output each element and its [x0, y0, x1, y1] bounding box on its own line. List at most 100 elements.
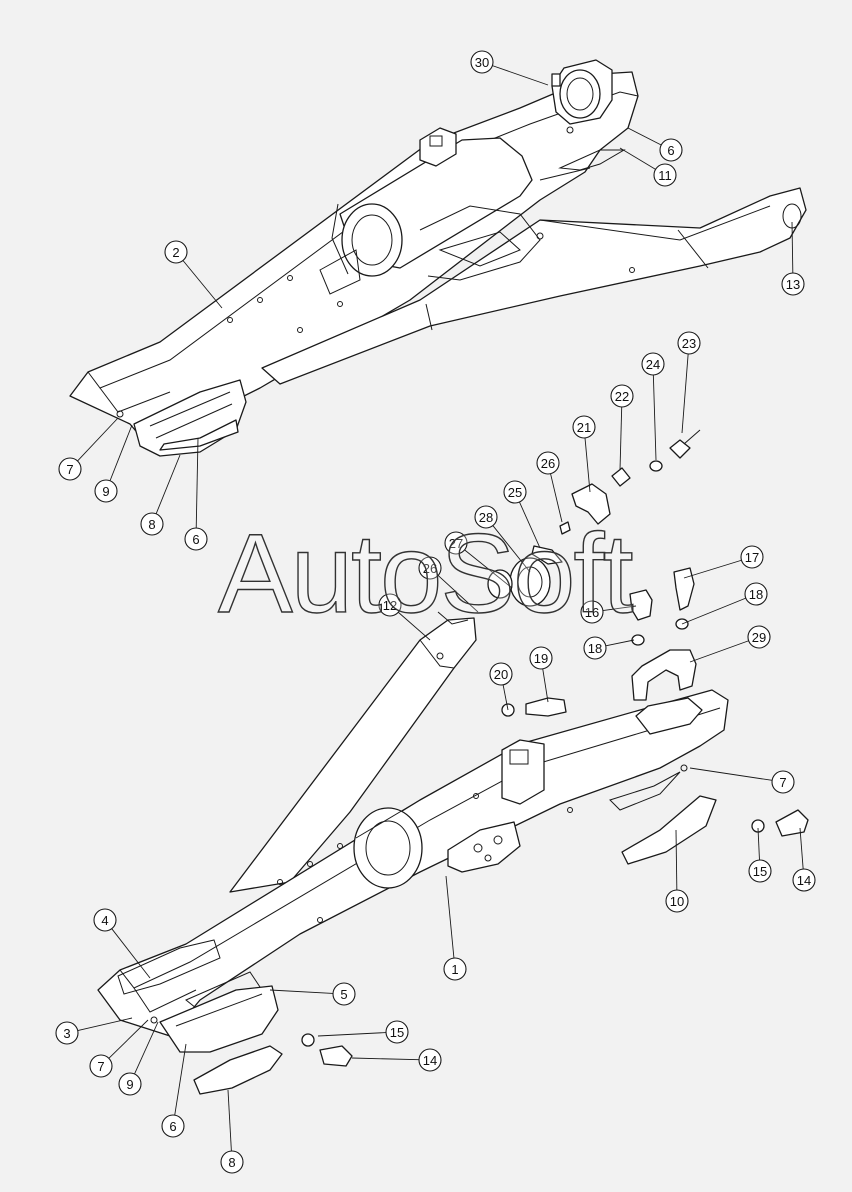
- callout-leader-line: [681, 597, 746, 625]
- callout-number: 27: [449, 536, 463, 551]
- callout-leader-line: [675, 829, 678, 891]
- callout-circle: [161, 1114, 185, 1138]
- callout-23: 23: [677, 331, 701, 434]
- callout-circle: [418, 1048, 442, 1072]
- callout-6: 6: [627, 127, 683, 162]
- callout-number: 20: [494, 667, 508, 682]
- callout-7: 7: [89, 1019, 149, 1078]
- callout-2: 2: [164, 240, 223, 309]
- callout-26: 26: [536, 451, 563, 523]
- callout-circle: [572, 415, 596, 439]
- callout-14: 14: [792, 827, 816, 892]
- callout-circle: [659, 138, 683, 162]
- callout-circle: [641, 352, 665, 376]
- callout-15: 15: [748, 827, 772, 883]
- callout-leader-line: [174, 1043, 187, 1116]
- callout-circle: [744, 582, 768, 606]
- callout-circle: [94, 479, 118, 503]
- callout-leader-line: [182, 260, 223, 309]
- callout-number: 10: [670, 894, 684, 909]
- callout-number: 26: [541, 456, 555, 471]
- callout-6: 6: [161, 1043, 187, 1138]
- callout-number: 29: [752, 630, 766, 645]
- callout-circle: [58, 457, 82, 481]
- callout-number: 5: [340, 987, 347, 1002]
- callout-circle: [489, 662, 513, 686]
- callout-6: 6: [184, 437, 208, 551]
- callout-leader-line: [155, 454, 181, 514]
- callout-18: 18: [583, 636, 635, 660]
- callout-19: 19: [529, 646, 553, 703]
- lower-track-frame: [97, 611, 809, 1095]
- callout-number: 25: [508, 485, 522, 500]
- callout-number: 15: [390, 1025, 404, 1040]
- callout-circle: [653, 163, 677, 187]
- callout-circle: [747, 625, 771, 649]
- callout-circle: [583, 636, 607, 660]
- callout-number: 8: [228, 1155, 235, 1170]
- callout-number: 4: [101, 913, 108, 928]
- callout-number: 15: [753, 864, 767, 879]
- callout-number: 18: [749, 587, 763, 602]
- callout-circle: [536, 451, 560, 475]
- callout-leader-line: [689, 640, 749, 663]
- callout-number: 9: [126, 1077, 133, 1092]
- callout-15: 15: [317, 1020, 409, 1044]
- callout-number: 13: [786, 277, 800, 292]
- callout-leader-line: [269, 989, 334, 994]
- callout-leader-line: [108, 1019, 149, 1059]
- callout-29: 29: [689, 625, 771, 663]
- callout-leader-line: [619, 406, 623, 471]
- callout-number: 12: [383, 598, 397, 613]
- callout-circle: [740, 545, 764, 569]
- callout-leader-line: [397, 611, 431, 641]
- callout-leader-line: [652, 374, 657, 461]
- callout-28: 28: [474, 505, 531, 573]
- callout-4: 4: [93, 908, 151, 979]
- callout-circle: [220, 1150, 244, 1174]
- callout-layer: 3061121379862324222126252827261217161818…: [55, 50, 816, 1174]
- callout-18: 18: [681, 582, 768, 625]
- callout-leader-line: [619, 147, 656, 170]
- callout-circle: [444, 531, 468, 555]
- callout-number: 6: [192, 532, 199, 547]
- callout-number: 22: [615, 389, 629, 404]
- callout-leader-line: [492, 525, 531, 573]
- callout-circle: [332, 982, 356, 1006]
- callout-25: 25: [503, 480, 541, 549]
- callout-leader-line: [437, 575, 479, 613]
- callout-leader-line: [492, 65, 549, 86]
- callout-circle: [474, 505, 498, 529]
- small-parts-group: [487, 429, 701, 717]
- callout-number: 3: [63, 1026, 70, 1041]
- callout-circle: [89, 1054, 113, 1078]
- callout-13: 13: [781, 221, 805, 296]
- callout-number: 19: [534, 651, 548, 666]
- callout-circle: [443, 957, 467, 981]
- callout-9: 9: [94, 424, 133, 503]
- callout-leader-line: [77, 417, 119, 462]
- callout-27: 27: [444, 531, 513, 589]
- callout-leader-line: [77, 1017, 133, 1031]
- callout-circle: [580, 600, 604, 624]
- callout-number: 14: [423, 1053, 437, 1068]
- callout-number: 7: [97, 1059, 104, 1074]
- callout-circle: [418, 556, 442, 580]
- callout-leader-line: [683, 559, 742, 579]
- callout-number: 26: [423, 561, 437, 576]
- callout-1: 1: [443, 875, 467, 981]
- callout-circle: [529, 646, 553, 670]
- callout-8: 8: [220, 1089, 244, 1174]
- callout-leader-line: [757, 827, 760, 861]
- callout-leader-line: [109, 424, 133, 481]
- callout-9: 9: [118, 1021, 159, 1096]
- callout-leader-line: [317, 1032, 387, 1037]
- callout-leader-line: [605, 639, 635, 647]
- callout-number: 2: [172, 245, 179, 260]
- callout-leader-line: [351, 1057, 420, 1061]
- callout-number: 17: [745, 550, 759, 565]
- callout-circle: [677, 331, 701, 355]
- callout-circle: [610, 384, 634, 408]
- callout-leader-line: [227, 1089, 232, 1152]
